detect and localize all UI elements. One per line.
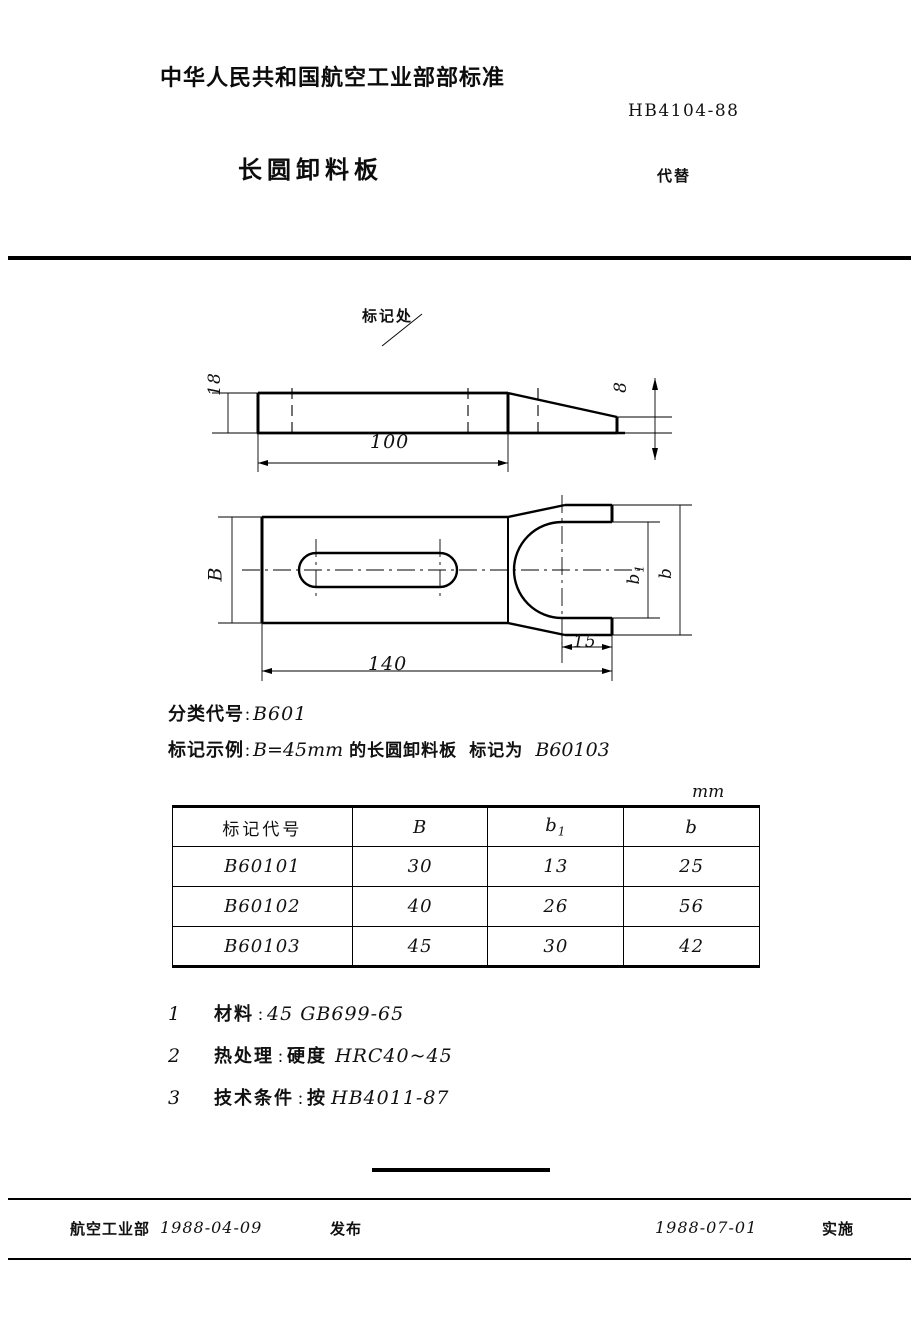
plan-view-width-dim: B (204, 566, 227, 582)
table-cell-code: B60102 (172, 886, 353, 927)
table-cell-B: 40 (351, 886, 489, 927)
specification-text: 分类代号 : B601 标记示例 : B=45mm 的长圆卸料板 标记为 B60… (168, 700, 868, 772)
classification-colon: : (245, 704, 251, 724)
table-cell-b: 25 (623, 846, 760, 887)
footer-publish-label: 发布 (330, 1220, 363, 1238)
table-unit-label: mm (692, 782, 725, 802)
table-header-row: 标记代号 B b1 b (172, 805, 760, 847)
table-row: B60101 30 13 25 (172, 846, 760, 887)
marking-product-name: 的长圆卸料板 (349, 741, 458, 761)
marking-dimension: B=45mm (253, 739, 344, 761)
classification-line: 分类代号 : B601 (168, 700, 868, 726)
note-value: HRC40~45 (335, 1045, 453, 1067)
side-view-callout: 标记处 (362, 307, 414, 325)
marking-code: B60103 (535, 739, 610, 761)
marking-marked-as: 标记为 (469, 741, 524, 761)
side-view-tip-dim: 8 (610, 381, 631, 393)
plan-view-fork-depth-dim: 15 (573, 632, 597, 652)
footer-effective-date: 1988-07-01 (655, 1218, 758, 1237)
table-cell-b1: 30 (487, 926, 625, 968)
note-item: 3 技术条件 : 按 HB4011-87 (168, 1084, 768, 1110)
footer-top-divider (8, 1198, 911, 1200)
plan-view-slot-outer-dim: b (655, 567, 676, 579)
plan-view-drawing (218, 495, 692, 681)
technical-drawings: 标记处 18 100 8 (0, 280, 919, 700)
classification-label: 分类代号 (168, 704, 244, 725)
table-header-b: b (623, 805, 760, 847)
table-row: B60103 45 30 42 (172, 926, 760, 968)
table-header-code: 标记代号 (172, 805, 353, 847)
replaces-label: 代替 (657, 167, 692, 185)
document-footer: 航空工业部 1988-04-09 发布 1988-07-01 实施 (0, 1216, 919, 1252)
note-value-cn: 按 (307, 1088, 328, 1109)
footer-implement-label: 实施 (822, 1220, 855, 1238)
standard-number: HB4104-88 (628, 101, 740, 121)
note-value-cn: 硬度 (287, 1046, 328, 1067)
note-colon: : (278, 1046, 284, 1066)
table-header-b1: b1 (487, 805, 625, 847)
note-label: 热处理 (214, 1046, 274, 1067)
note-colon: : (298, 1088, 304, 1108)
table-cell-code: B60103 (172, 926, 353, 968)
footer-issuer: 航空工业部 (70, 1220, 151, 1238)
table-cell-B: 45 (351, 926, 489, 968)
document-header: 中华人民共和国航空工业部部标准 HB4104-88 长圆卸料板 代替 (0, 0, 919, 250)
note-index: 1 (168, 1003, 181, 1025)
classification-value: B601 (253, 703, 308, 725)
table-header-B: B (351, 805, 489, 847)
table-cell-b: 42 (623, 926, 760, 968)
header-divider (8, 256, 911, 260)
side-view-length-dim: 100 (370, 431, 410, 453)
plan-view-slot-inner-dim: b1 (624, 563, 647, 585)
marking-example-line: 标记示例 : B=45mm 的长圆卸料板 标记为 B60103 (168, 736, 868, 762)
footer-bottom-divider (8, 1258, 911, 1260)
note-item: 2 热处理 : 硬度 HRC40~45 (168, 1042, 768, 1068)
table-cell-code: B60101 (172, 846, 353, 887)
plan-view-length-dim: 140 (368, 653, 408, 675)
note-label: 材料 (214, 1004, 254, 1025)
marking-example-label: 标记示例 (168, 740, 244, 761)
note-index: 2 (168, 1045, 181, 1067)
organization-title: 中华人民共和国航空工业部部标准 (160, 66, 506, 91)
page-title: 长圆卸料板 (238, 156, 383, 184)
table-row: B60102 40 26 56 (172, 886, 760, 927)
notes-section: 1 材料 : 45 GB699-65 2 热处理 : 硬度 HRC40~45 3… (168, 1000, 768, 1126)
side-view-height-dim: 18 (204, 372, 225, 396)
table-cell-b: 56 (623, 886, 760, 927)
note-value: HB4011-87 (331, 1087, 450, 1109)
note-colon: : (258, 1004, 264, 1024)
note-item: 1 材料 : 45 GB699-65 (168, 1000, 768, 1026)
table-cell-b1: 26 (487, 886, 625, 927)
note-label: 技术条件 (214, 1088, 294, 1109)
side-view-drawing (212, 313, 672, 472)
marking-example-colon: : (245, 740, 251, 760)
notes-divider (372, 1168, 550, 1172)
table-cell-b1: 13 (487, 846, 625, 887)
table-cell-B: 30 (351, 846, 489, 887)
footer-issue-date: 1988-04-09 (160, 1218, 263, 1237)
specification-table: 标记代号 B b1 b B60101 30 13 25 B60102 40 26… (172, 805, 760, 968)
note-value: 45 GB699-65 (267, 1003, 405, 1025)
note-index: 3 (168, 1087, 181, 1109)
marking-example-value: B=45mm 的长圆卸料板 标记为 B60103 (253, 736, 610, 761)
